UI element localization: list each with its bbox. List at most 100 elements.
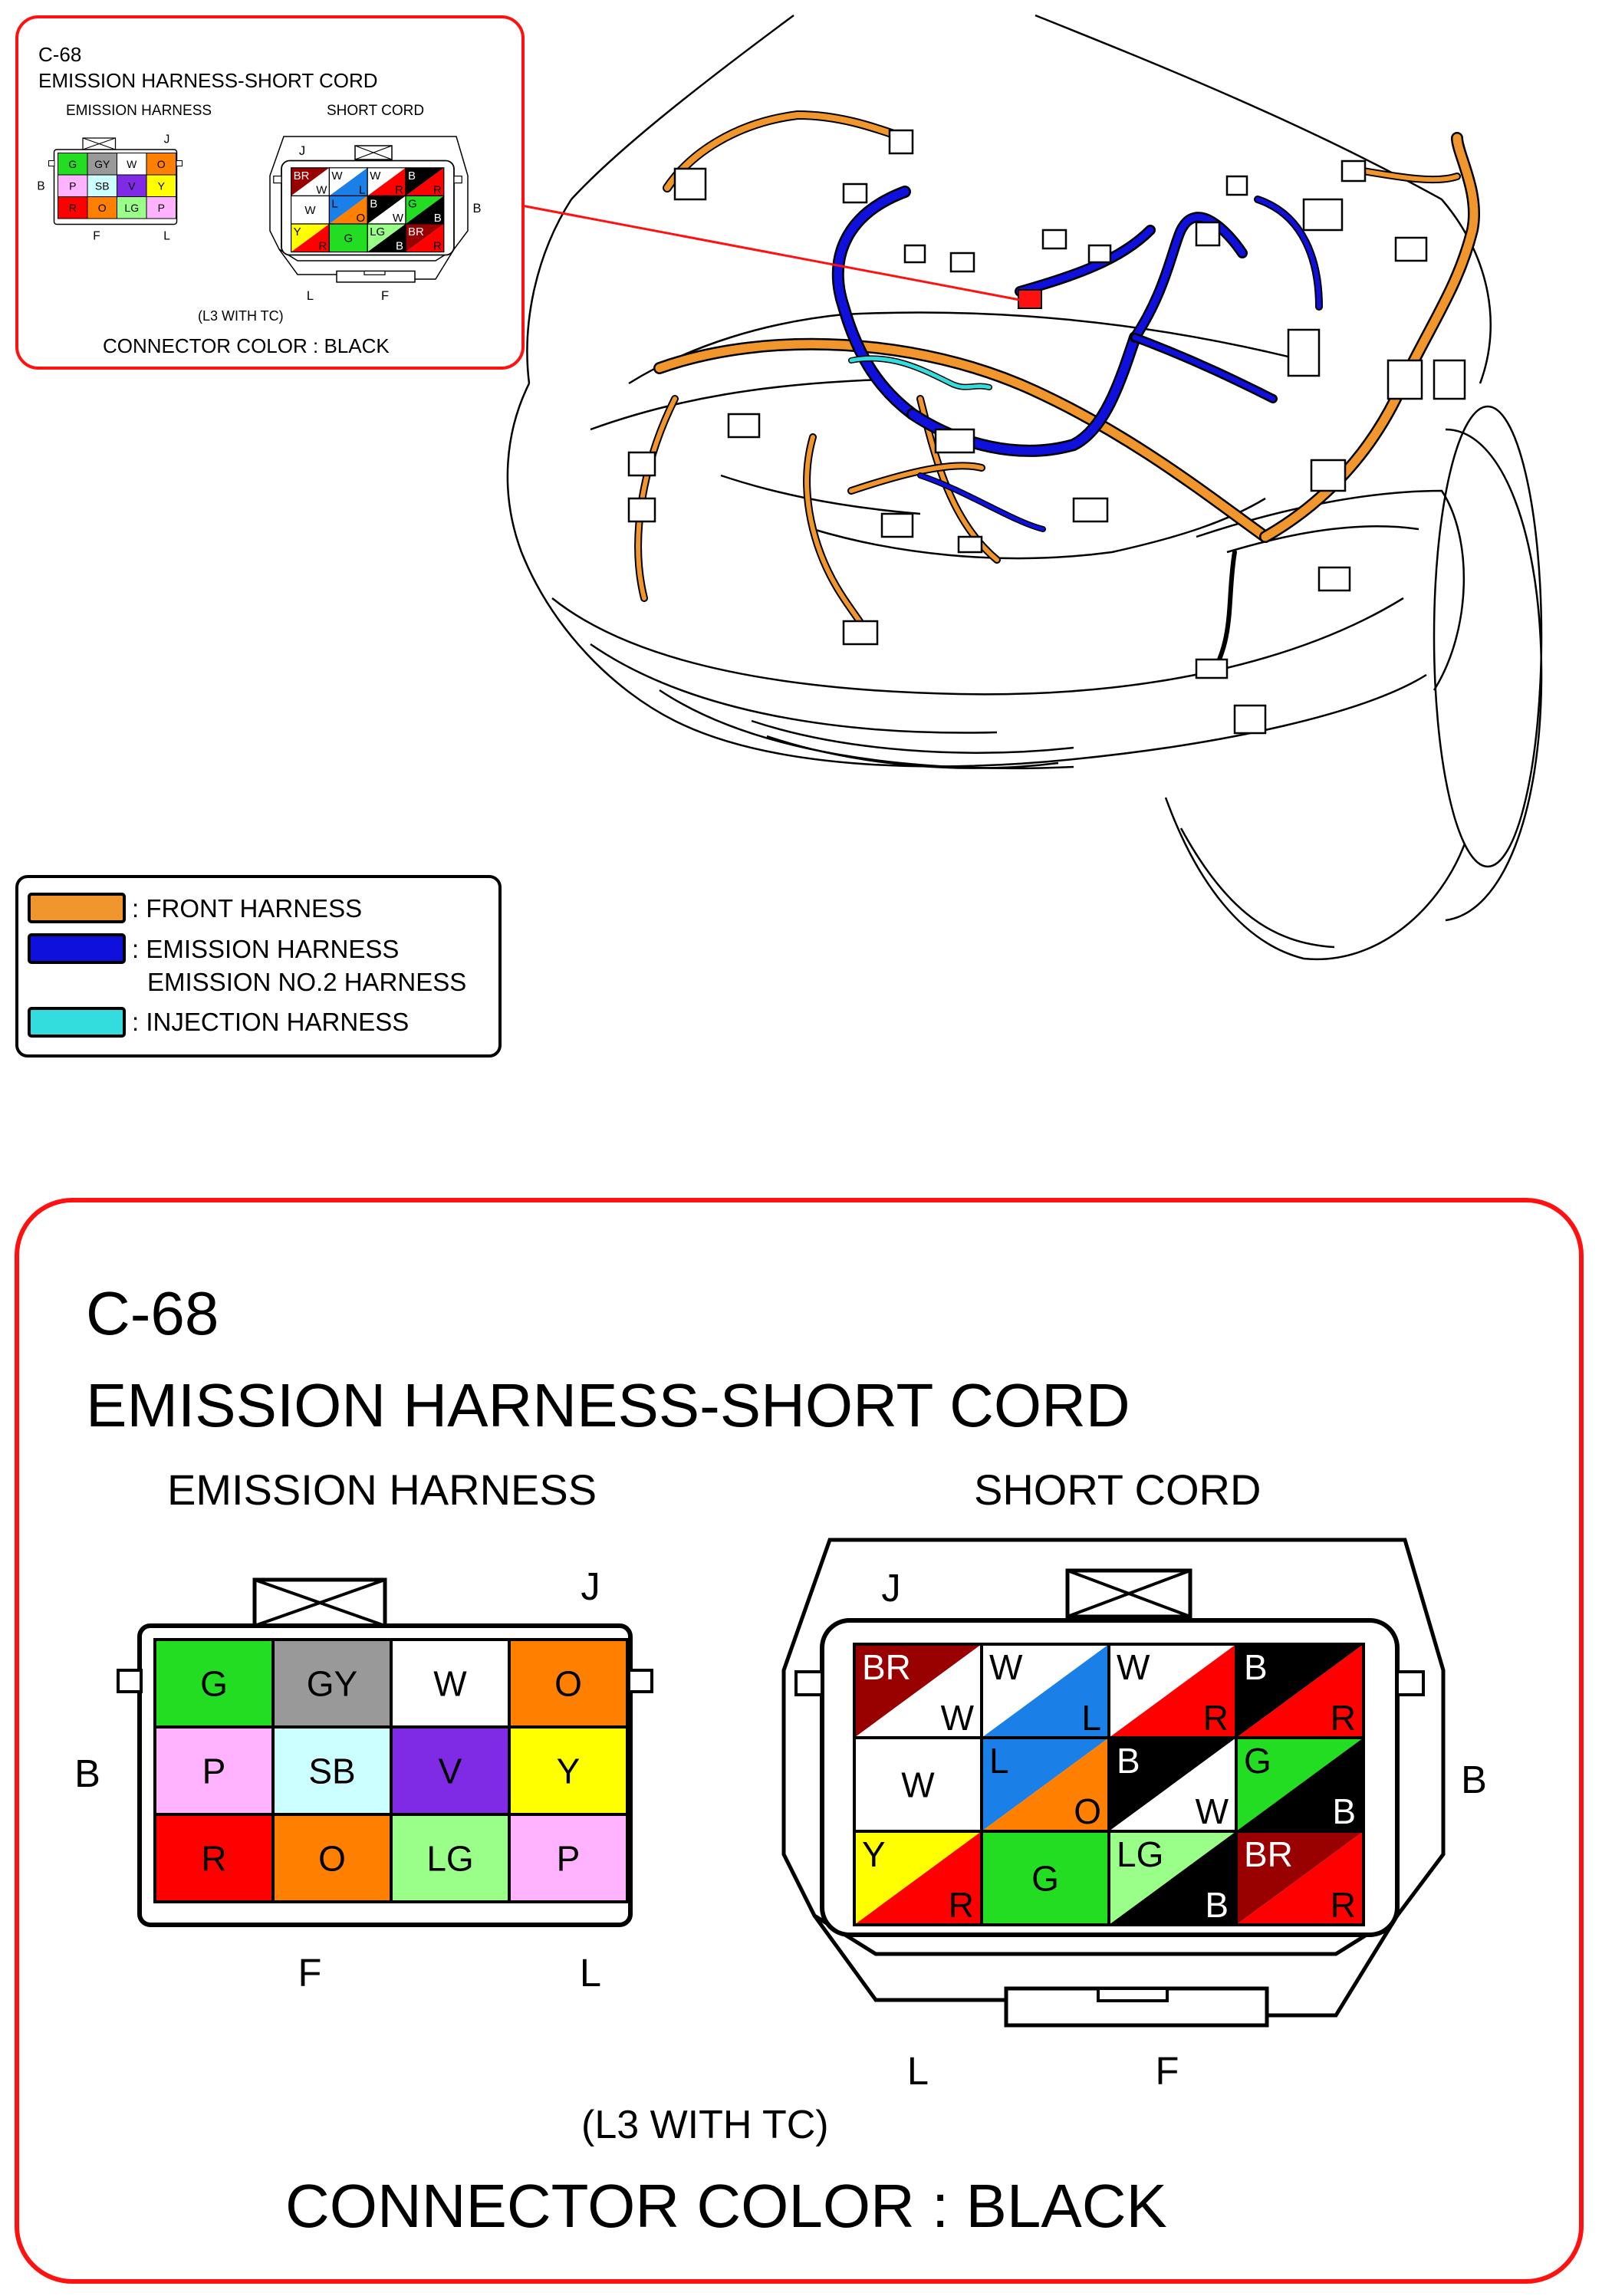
large-title: EMISSION HARNESS-SHORT CORD bbox=[86, 1371, 1130, 1439]
large-sc-pin-main-label: W bbox=[901, 1765, 935, 1805]
small-sc-pin-stripe-half bbox=[367, 167, 406, 196]
large-sc-pin-stripe-half bbox=[1236, 1644, 1364, 1738]
c68-leader-line bbox=[521, 204, 1025, 302]
small-sc-left-latch bbox=[273, 176, 282, 184]
large-sc-pin-stripe-label: W bbox=[941, 1698, 975, 1738]
large-eh-pin-label: R bbox=[201, 1839, 226, 1879]
small-eh-pin-label: V bbox=[128, 179, 136, 192]
large-eh-pin-cell bbox=[271, 1813, 393, 1903]
small-sc-pin-stripe-label: R bbox=[395, 183, 403, 196]
small-eh-pin-cell bbox=[146, 196, 176, 219]
large-sc-pin-stripe-half bbox=[1236, 1738, 1364, 1831]
small-sc-pin-main-label: G bbox=[344, 232, 353, 245]
small-sc-pin-stripe-half bbox=[291, 224, 330, 252]
engine-bay-connectors bbox=[627, 129, 1466, 735]
large-sc-pin-main-label: B bbox=[1244, 1647, 1268, 1687]
large-sc-marker-b: B bbox=[1461, 1758, 1487, 1801]
large-sc-pin-stripe-half bbox=[854, 1831, 982, 1925]
large-sc-pin-stripe-label: L bbox=[1081, 1698, 1101, 1738]
small-sc-pin-stripe-label: B bbox=[396, 240, 403, 253]
small-sc-pin-main-half bbox=[329, 196, 368, 224]
large-eh-pin-cell bbox=[153, 1725, 275, 1816]
small-sc-marker-f: F bbox=[381, 289, 389, 303]
large-sc-pin-stripe-half bbox=[1109, 1644, 1236, 1738]
small-sc-pin-stripe-half bbox=[367, 196, 406, 224]
large-eh-pin-cell bbox=[390, 1813, 511, 1903]
large-eh-pin-label: LG bbox=[426, 1839, 473, 1879]
large-left-label: EMISSION HARNESS bbox=[167, 1465, 597, 1514]
injection-harness-wires bbox=[848, 355, 992, 390]
large-sc-lower-edge-left bbox=[812, 1914, 1006, 2002]
large-eh-pin-label: P bbox=[202, 1752, 226, 1791]
small-left-label: EMISSION HARNESS bbox=[66, 103, 212, 119]
large-sc-pin-cell bbox=[980, 1830, 1110, 1926]
small-sc-pin-main-half bbox=[367, 196, 406, 224]
small-eh-pin-cell bbox=[87, 153, 117, 176]
large-right-label: SHORT CORD bbox=[974, 1465, 1261, 1514]
large-eh-pin-label: SB bbox=[308, 1752, 355, 1791]
large-eh-pin-cell bbox=[508, 1813, 629, 1903]
small-variant: (L3 WITH TC) bbox=[198, 308, 284, 324]
large-sc-pin-stripe-label: R bbox=[1331, 1698, 1356, 1738]
small-sc-pin-main-half bbox=[406, 224, 444, 252]
large-sc-pin-stripe-label: R bbox=[1331, 1885, 1356, 1925]
small-eh-pin-cell bbox=[87, 174, 117, 197]
large-sc-pin-main-label: BR bbox=[1244, 1834, 1293, 1874]
small-eh-pin-cell bbox=[146, 153, 176, 176]
small-eh-pin-label: G bbox=[68, 158, 77, 170]
large-sc-pin-stripe-label: R bbox=[949, 1885, 974, 1925]
large-sc-pin-main-label: W bbox=[1117, 1647, 1150, 1687]
small-sc-pin-main-label: B bbox=[408, 169, 416, 183]
large-eh-key-notch-x bbox=[254, 1578, 386, 1627]
large-sc-pin-cell bbox=[853, 1736, 983, 1833]
small-sc-pin-stripe-label: B bbox=[434, 212, 442, 225]
small-eh-marker-f: F bbox=[93, 230, 100, 243]
large-eh-pin-label: GY bbox=[307, 1664, 357, 1704]
small-eh-pin-cell bbox=[58, 153, 88, 176]
large-sc-lower-edge-right bbox=[1267, 1914, 1400, 2018]
emission-harness-wires bbox=[831, 186, 1323, 532]
small-eh-pin-cell bbox=[146, 174, 176, 197]
small-sc-lock-tab-slot bbox=[363, 270, 386, 275]
small-eh-left-latch bbox=[48, 160, 55, 166]
small-eh-pin-label: Y bbox=[158, 179, 166, 192]
small-sc-pin-main-half bbox=[367, 224, 406, 252]
small-eh-pin-label: R bbox=[69, 202, 77, 214]
small-sc-pin-stripe-label: R bbox=[433, 183, 442, 196]
small-sc-pin-main-half bbox=[406, 167, 444, 196]
small-sc-pin-main-half bbox=[291, 224, 330, 252]
small-connector-color: CONNECTOR COLOR : BLACK bbox=[103, 334, 390, 357]
large-sc-pin-stripe-half bbox=[1109, 1831, 1236, 1925]
small-sc-pin-main-half bbox=[329, 167, 368, 196]
large-eh-pin-label: O bbox=[554, 1664, 582, 1704]
large-sc-pin-main-label: L bbox=[989, 1741, 1009, 1781]
small-eh-right-latch bbox=[176, 160, 183, 166]
large-eh-pin-cell bbox=[508, 1725, 629, 1816]
small-eh-pin-label: O bbox=[157, 158, 166, 170]
legend-injection-label: : INJECTION HARNESS bbox=[132, 1008, 409, 1036]
large-sc-marker-f: F bbox=[1156, 2049, 1179, 2093]
small-sc-pin-main-label: BR bbox=[294, 169, 310, 183]
legend-emission2-label: EMISSION NO.2 HARNESS bbox=[147, 968, 466, 996]
small-sc-pin-main-half bbox=[406, 196, 444, 224]
small-sc-pin-stripe-half bbox=[291, 167, 330, 196]
small-sc-pin-main-label: BR bbox=[408, 225, 424, 238]
small-eh-pin-label: LG bbox=[124, 202, 139, 214]
large-connector-color: CONNECTOR COLOR : BLACK bbox=[285, 2172, 1167, 2240]
small-eh-marker-j: J bbox=[164, 133, 170, 146]
small-sc-pin-cell bbox=[328, 223, 368, 253]
small-sc-pin-stripe-half bbox=[406, 196, 444, 224]
small-sc-pin-main-label: Y bbox=[294, 225, 301, 238]
small-sc-pin-main-label: B bbox=[370, 197, 377, 210]
small-eh-pin-label: P bbox=[69, 179, 76, 192]
large-eh-pin-label: P bbox=[557, 1839, 581, 1879]
small-sc-lower-edge-right bbox=[415, 248, 455, 280]
small-eh-pin-label: GY bbox=[94, 158, 110, 170]
large-sc-marker-j: J bbox=[881, 1566, 900, 1610]
legend-front-label: : FRONT HARNESS bbox=[132, 894, 362, 923]
large-sc-pin-stripe-half bbox=[854, 1644, 982, 1738]
